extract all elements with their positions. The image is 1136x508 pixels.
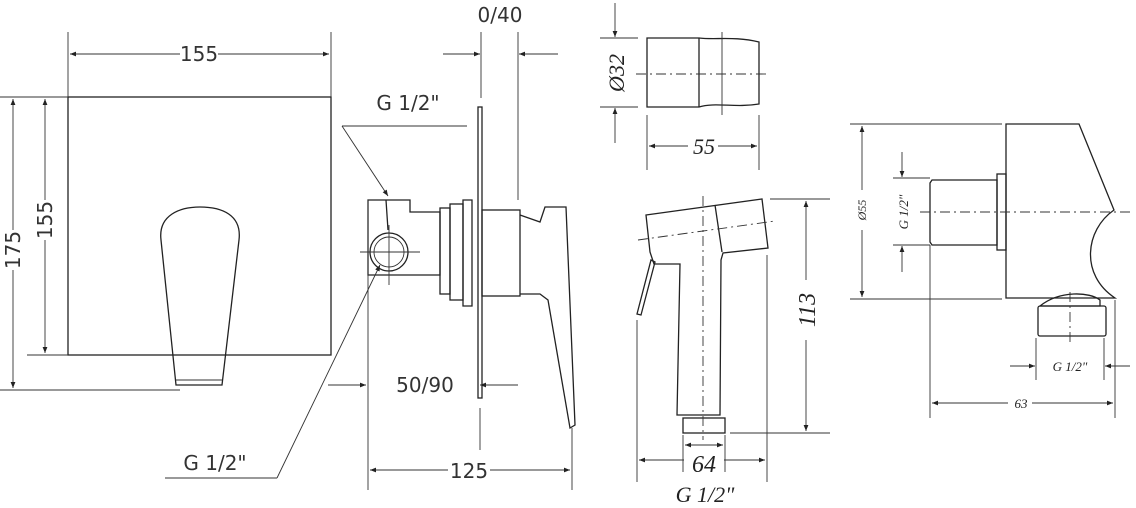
hand-shower-body xyxy=(645,198,769,416)
mixer-lever-side xyxy=(519,206,576,430)
height-outer-dimension: 175 xyxy=(1,231,25,269)
wall-elbow: Ø55 G 1/2" G 1/2" 63 xyxy=(850,123,1130,418)
hand-shower-lever xyxy=(636,259,656,316)
hand-shower: 113 64 G 1/2" xyxy=(636,196,830,507)
shower-holder: Ø32 55 xyxy=(600,3,770,170)
elbow-outlet-thread xyxy=(1037,305,1107,337)
mixer-handle-front xyxy=(160,206,240,386)
depth-dimension: 125 xyxy=(450,459,488,483)
elbow-depth-dimension: 63 xyxy=(1015,396,1029,411)
hand-shower-width-dimension: 64 xyxy=(692,452,716,478)
inlet-top-label: G 1/2" xyxy=(376,91,439,115)
holder-length-dimension: 55 xyxy=(693,134,715,159)
elbow-inlet-thread xyxy=(929,179,998,246)
elbow-outlet-label: G 1/2" xyxy=(1053,359,1088,374)
mixer-side-view: 0/40 G 1/2" 50/90 125 G 1/2" xyxy=(165,3,576,490)
mixer-front-view: 155 175 155 xyxy=(0,32,332,391)
elbow-inlet-label: G 1/2" xyxy=(896,194,911,229)
width-dimension: 155 xyxy=(180,42,218,66)
height-inner-dimension: 155 xyxy=(33,201,57,239)
hand-shower-nozzle xyxy=(682,417,726,434)
holder-body xyxy=(646,37,760,108)
inlet-bottom-label: G 1/2" xyxy=(183,451,246,475)
hand-shower-thread-label: G 1/2" xyxy=(676,482,736,507)
hand-shower-height-dimension: 113 xyxy=(795,293,821,327)
elbow-diameter-dimension: Ø55 xyxy=(855,200,869,222)
projection-dimension: 0/40 xyxy=(478,3,523,27)
wall-depth-dimension: 50/90 xyxy=(396,373,454,397)
cover-plate xyxy=(67,96,332,356)
elbow-body xyxy=(1005,123,1118,299)
holder-diameter-dimension: Ø32 xyxy=(604,54,629,93)
